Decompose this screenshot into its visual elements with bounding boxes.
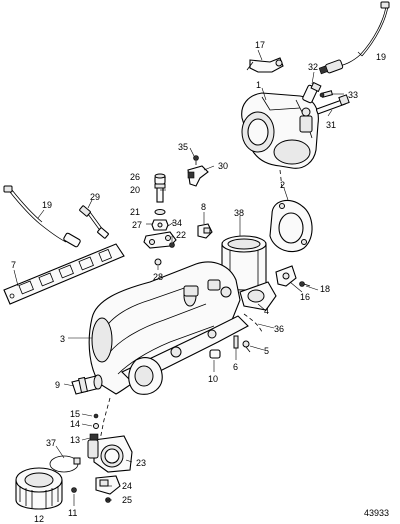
callout-12: 12: [34, 514, 44, 524]
callout-25: 25: [122, 495, 132, 505]
screw-part-35: [193, 155, 199, 165]
callout-4: 4: [264, 306, 269, 316]
throttle-body-part-23: [87, 435, 133, 473]
callout-33: 33: [348, 90, 358, 100]
assembly-line-36: [243, 313, 263, 333]
callout-23: 23: [136, 458, 146, 468]
leader-lines: [13, 49, 363, 506]
callout-5: 5: [264, 346, 269, 356]
plug-part-10: [209, 349, 221, 359]
callout-27: 27: [132, 220, 142, 230]
callout-3: 3: [60, 334, 65, 344]
gasket-part-2: [269, 199, 313, 253]
callout-10: 10: [208, 374, 218, 384]
oxygen-sensor-top: [318, 1, 390, 75]
hose-fitting-part-9: [71, 374, 103, 395]
bolt-part-20: [154, 183, 166, 203]
sleeve-part-26: [154, 173, 166, 185]
air-filter-part-12: [15, 467, 63, 510]
assembly-line-1: [279, 169, 283, 189]
callout-37: 37: [46, 438, 56, 448]
callout-13: 13: [70, 435, 80, 445]
callout-15: 15: [70, 409, 80, 419]
bracket-part-34: [143, 231, 177, 249]
screw-part-22: [169, 242, 175, 248]
screw-part-33: [319, 90, 333, 98]
nut-part-28: [154, 258, 162, 266]
callout-24: 24: [122, 481, 132, 491]
washer-part-21: [154, 209, 166, 215]
pin-part-6: [233, 335, 239, 349]
callout-38: 38: [234, 208, 244, 218]
callout-28: 28: [153, 272, 163, 282]
screw-part-14: [93, 423, 99, 429]
bolt-part-31: [315, 94, 350, 115]
clamp-part-37: [49, 455, 81, 473]
reference-number: 43933: [364, 508, 389, 518]
intake-manifold-part-3: [88, 261, 249, 395]
callout-8: 8: [201, 202, 206, 212]
callout-19-top: 19: [376, 52, 386, 62]
actuator-part-24: [95, 475, 121, 495]
adapter-part-4: [239, 281, 277, 311]
callout-30: 30: [218, 161, 228, 171]
sensor-part-30: [187, 165, 209, 187]
callout-7: 7: [11, 260, 16, 270]
connector-part-32: [302, 81, 322, 104]
assembly-line-throttle: [99, 397, 111, 441]
exhaust-gasket-part-7: [3, 243, 125, 305]
callout-1: 1: [256, 80, 261, 90]
callout-16: 16: [300, 292, 310, 302]
clip-part-17: [246, 57, 284, 73]
fitting-part-8: [197, 223, 213, 239]
callout-26: 26: [130, 172, 140, 182]
callout-19-left: 19: [42, 200, 52, 210]
sensor-part-16: [275, 265, 297, 287]
screw-part-18: [299, 281, 311, 287]
callout-14: 14: [70, 419, 80, 429]
callout-labels: 1 2 3 4 5 6 7 8 9 10 11 12 13 14 15 16 1…: [11, 40, 389, 524]
screw-part-5: [242, 340, 251, 353]
throttle-elbow-part-1: [241, 92, 319, 169]
screw-part-11: [71, 487, 77, 493]
sensor-part-29: [79, 205, 109, 239]
callout-11: 11: [68, 508, 77, 518]
oxygen-sensor-left: [3, 185, 81, 248]
callout-18: 18: [320, 284, 330, 294]
callout-36: 36: [274, 324, 284, 334]
callout-17: 17: [255, 40, 265, 50]
callout-32: 32: [308, 62, 318, 72]
callout-6: 6: [233, 362, 238, 372]
nut-part-27: [151, 219, 169, 231]
callout-31: 31: [326, 120, 336, 130]
callout-20: 20: [130, 185, 140, 195]
callout-22: 22: [176, 230, 186, 240]
callout-2: 2: [280, 180, 285, 190]
sensor-part-13: [89, 433, 99, 441]
callout-34: 34: [172, 218, 182, 228]
screw-part-15: [93, 413, 99, 419]
callout-29: 29: [90, 192, 100, 202]
callout-35: 35: [178, 142, 188, 152]
callout-21: 21: [130, 207, 140, 217]
callout-9: 9: [55, 380, 60, 390]
